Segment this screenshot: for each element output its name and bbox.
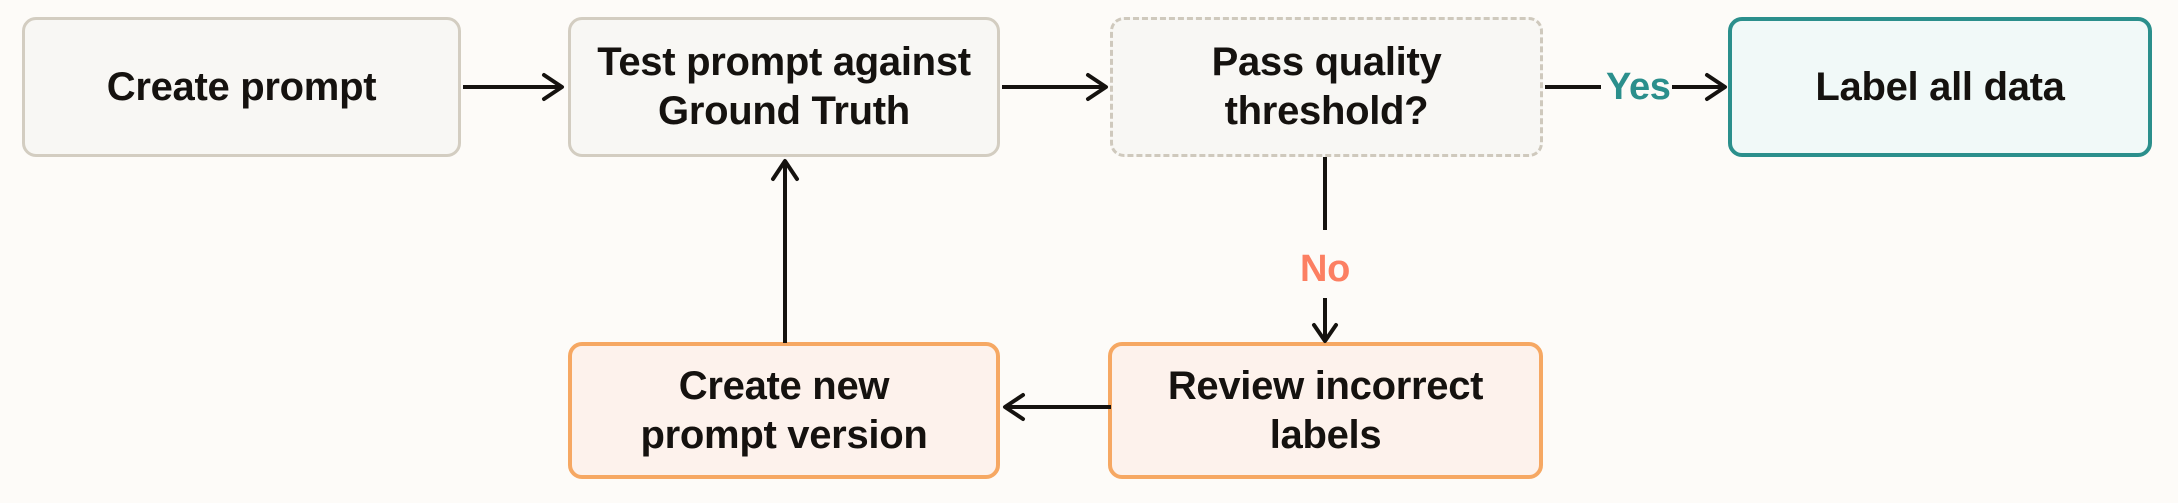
node-label-line-2: labels [1269, 412, 1382, 457]
arrow-no-to-review-incorrect-labels [1310, 298, 1350, 346]
node-review-incorrect-labels[interactable]: Review incorrect labels [1108, 342, 1543, 479]
edge-label-yes: Yes [1606, 66, 1671, 108]
arrow-pass-quality-to-yes-label [1543, 72, 1603, 112]
arrow-yes-to-label-all-data [1672, 72, 1734, 112]
node-label: Create prompt [106, 64, 377, 109]
node-test-prompt[interactable]: Test prompt against Ground Truth [568, 17, 1000, 157]
node-label-line-1: Review incorrect [1167, 363, 1484, 408]
node-label-line-1: Test prompt against [597, 40, 971, 85]
arrow-create-prompt-to-test-prompt [461, 72, 571, 112]
arrow-create-new-version-to-test-prompt [768, 157, 808, 345]
node-pass-quality-threshold[interactable]: Pass quality threshold? [1110, 17, 1543, 157]
node-create-prompt[interactable]: Create prompt [22, 17, 461, 157]
node-label-line-2: Ground Truth [658, 89, 910, 133]
arrow-pass-quality-to-no-label [1310, 157, 1350, 232]
node-label: Test prompt against Ground Truth [597, 38, 971, 136]
node-label-line-2: threshold? [1224, 89, 1429, 133]
node-label-line-1: Create new [678, 363, 890, 408]
arrow-review-labels-to-create-new-version [998, 392, 1113, 432]
node-label: Pass quality threshold? [1212, 38, 1442, 136]
node-label-all-data[interactable]: Label all data [1728, 17, 2152, 157]
arrow-test-prompt-to-pass-quality [1000, 72, 1115, 112]
node-label: Create new prompt version [641, 362, 928, 460]
node-label-line-1: Pass quality [1211, 40, 1442, 85]
node-create-new-prompt-version[interactable]: Create new prompt version [568, 342, 1000, 479]
node-label: Review incorrect labels [1167, 362, 1484, 460]
node-label-line-2: prompt version [640, 412, 928, 457]
node-label: Label all data [1815, 64, 2065, 109]
edge-label-no: No [1300, 248, 1351, 290]
